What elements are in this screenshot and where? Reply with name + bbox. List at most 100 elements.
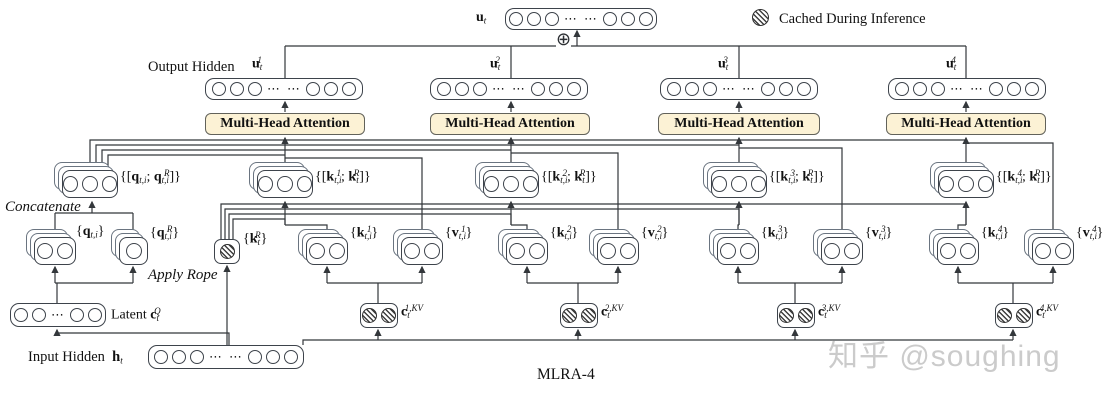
unit-circle xyxy=(503,176,519,192)
unit-circle xyxy=(824,243,840,259)
unit-circle xyxy=(437,82,451,96)
q-concat-label: {[qt,i; qt,iR]} xyxy=(120,168,181,185)
ellipsis: ⋯ xyxy=(584,11,598,27)
k-stack-1 xyxy=(298,229,348,265)
input-to-latent-wires xyxy=(53,264,1017,345)
unit-circle xyxy=(761,82,775,96)
multi-head-attention-block-2: Multi-Head Attention xyxy=(430,113,590,135)
k-rope-label: {ktR} xyxy=(243,230,268,247)
ellipsis: ⋯ xyxy=(492,81,506,97)
cached-unit-circle xyxy=(219,244,235,259)
u-t-label: ut xyxy=(476,10,487,26)
unit-circle xyxy=(258,176,274,192)
k-concat-stack-1 xyxy=(249,162,313,198)
unit-circle xyxy=(484,176,500,192)
output-hidden-node-2: ⋯⋯ xyxy=(430,78,588,100)
stack-front xyxy=(597,237,639,265)
unit-circle xyxy=(685,82,699,96)
ellipsis: ⋯ xyxy=(267,81,281,97)
unit-circle xyxy=(977,176,993,192)
unit-circle xyxy=(284,350,298,364)
unit-circle xyxy=(531,82,545,96)
unit-circle xyxy=(712,176,728,192)
unit-circle xyxy=(600,243,616,259)
latent-kv-label-2: ct2,KV xyxy=(601,303,624,320)
unit-circle xyxy=(720,243,736,259)
output-hidden-node-4: ⋯⋯ xyxy=(888,78,1046,100)
cached-unit-circle xyxy=(562,308,577,323)
multi-head-attention-block-3: Multi-Head Attention xyxy=(658,113,820,135)
v-stack-1 xyxy=(393,229,443,265)
apply-rope-annotation: Apply Rope xyxy=(148,267,218,283)
v-stack-label-4: {vt,i4} xyxy=(1076,224,1104,241)
unit-circle xyxy=(913,82,927,96)
unit-circle xyxy=(63,176,79,192)
latent-kv-label-4: ct4,KV xyxy=(1036,303,1059,320)
stack-front xyxy=(34,237,76,265)
v-stack-label-2: {vt,i2} xyxy=(641,224,669,241)
unit-circle xyxy=(154,350,168,364)
unit-circle xyxy=(797,82,811,96)
stack-front xyxy=(483,170,539,198)
unit-circle xyxy=(82,176,98,192)
latent-q-node: ⋯ xyxy=(10,303,106,327)
latent-kv-node-1 xyxy=(360,303,398,328)
k-stack-label-3: {kt,i3} xyxy=(761,224,790,241)
q-rope-stack-label: {qt,iR} xyxy=(150,224,180,241)
latent-kv-node-4 xyxy=(995,303,1033,328)
unit-circle xyxy=(621,12,635,26)
stack-front xyxy=(506,237,548,265)
unit-circle xyxy=(549,82,563,96)
head-label-u3: ut3 xyxy=(718,55,729,72)
unit-circle xyxy=(545,12,559,26)
watermark: 知乎 @soughing xyxy=(828,340,1061,373)
unit-circle xyxy=(509,243,525,259)
unit-circle xyxy=(424,243,440,259)
stack-front xyxy=(717,237,759,265)
k-concat-stack-2 xyxy=(475,162,539,198)
latent-kv-node-2 xyxy=(560,303,598,328)
cached-unit-circle xyxy=(779,308,794,323)
k-stack-2 xyxy=(498,229,548,265)
unit-circle xyxy=(750,176,766,192)
k-stack-4 xyxy=(929,229,979,265)
multi-head-attention-block-1: Multi-Head Attention xyxy=(205,113,365,135)
sum-operator: ⊕ xyxy=(556,29,572,49)
unit-circle xyxy=(522,176,538,192)
latent-kv-label-1: ct1,KV xyxy=(401,303,424,320)
input-hidden-label: Input Hidden ht xyxy=(28,349,123,366)
unit-circle xyxy=(172,350,186,364)
cached-unit-circle xyxy=(381,308,396,323)
cached-unit-circle xyxy=(362,308,377,323)
stack-front xyxy=(257,170,313,198)
unit-circle xyxy=(1055,243,1071,259)
ellipsis: ⋯ xyxy=(287,81,301,97)
ellipsis: ⋯ xyxy=(229,349,243,365)
k-concat-stack-3 xyxy=(703,162,767,198)
unit-circle xyxy=(509,12,523,26)
unit-circle xyxy=(620,243,636,259)
ellipsis: ⋯ xyxy=(209,349,223,365)
unit-circle xyxy=(125,243,142,259)
unit-circle xyxy=(342,82,356,96)
v-stack-3 xyxy=(813,229,863,265)
latent-kv-node-3 xyxy=(777,303,815,328)
unit-circle xyxy=(1007,82,1021,96)
cached-unit-circle xyxy=(581,308,596,323)
stack-front xyxy=(938,170,994,198)
ellipsis: ⋯ xyxy=(742,81,756,97)
k-concat-label-4: {[kt,i4; ktR]} xyxy=(996,168,1052,185)
attention-to-output-wires xyxy=(281,100,970,112)
output-collector-wires xyxy=(284,29,967,78)
unit-circle xyxy=(248,82,262,96)
k-rope-cached-node xyxy=(214,239,240,264)
head-label-u2: ut2 xyxy=(490,55,501,72)
stack-front xyxy=(937,237,979,265)
unit-circle xyxy=(931,82,945,96)
k-stack-label-4: {kt,i4} xyxy=(981,224,1010,241)
k-concat-stack-4 xyxy=(930,162,994,198)
cached-legend-label: Cached During Inference xyxy=(779,11,926,27)
unit-circle xyxy=(731,176,747,192)
cached-unit-circle xyxy=(1016,308,1031,323)
